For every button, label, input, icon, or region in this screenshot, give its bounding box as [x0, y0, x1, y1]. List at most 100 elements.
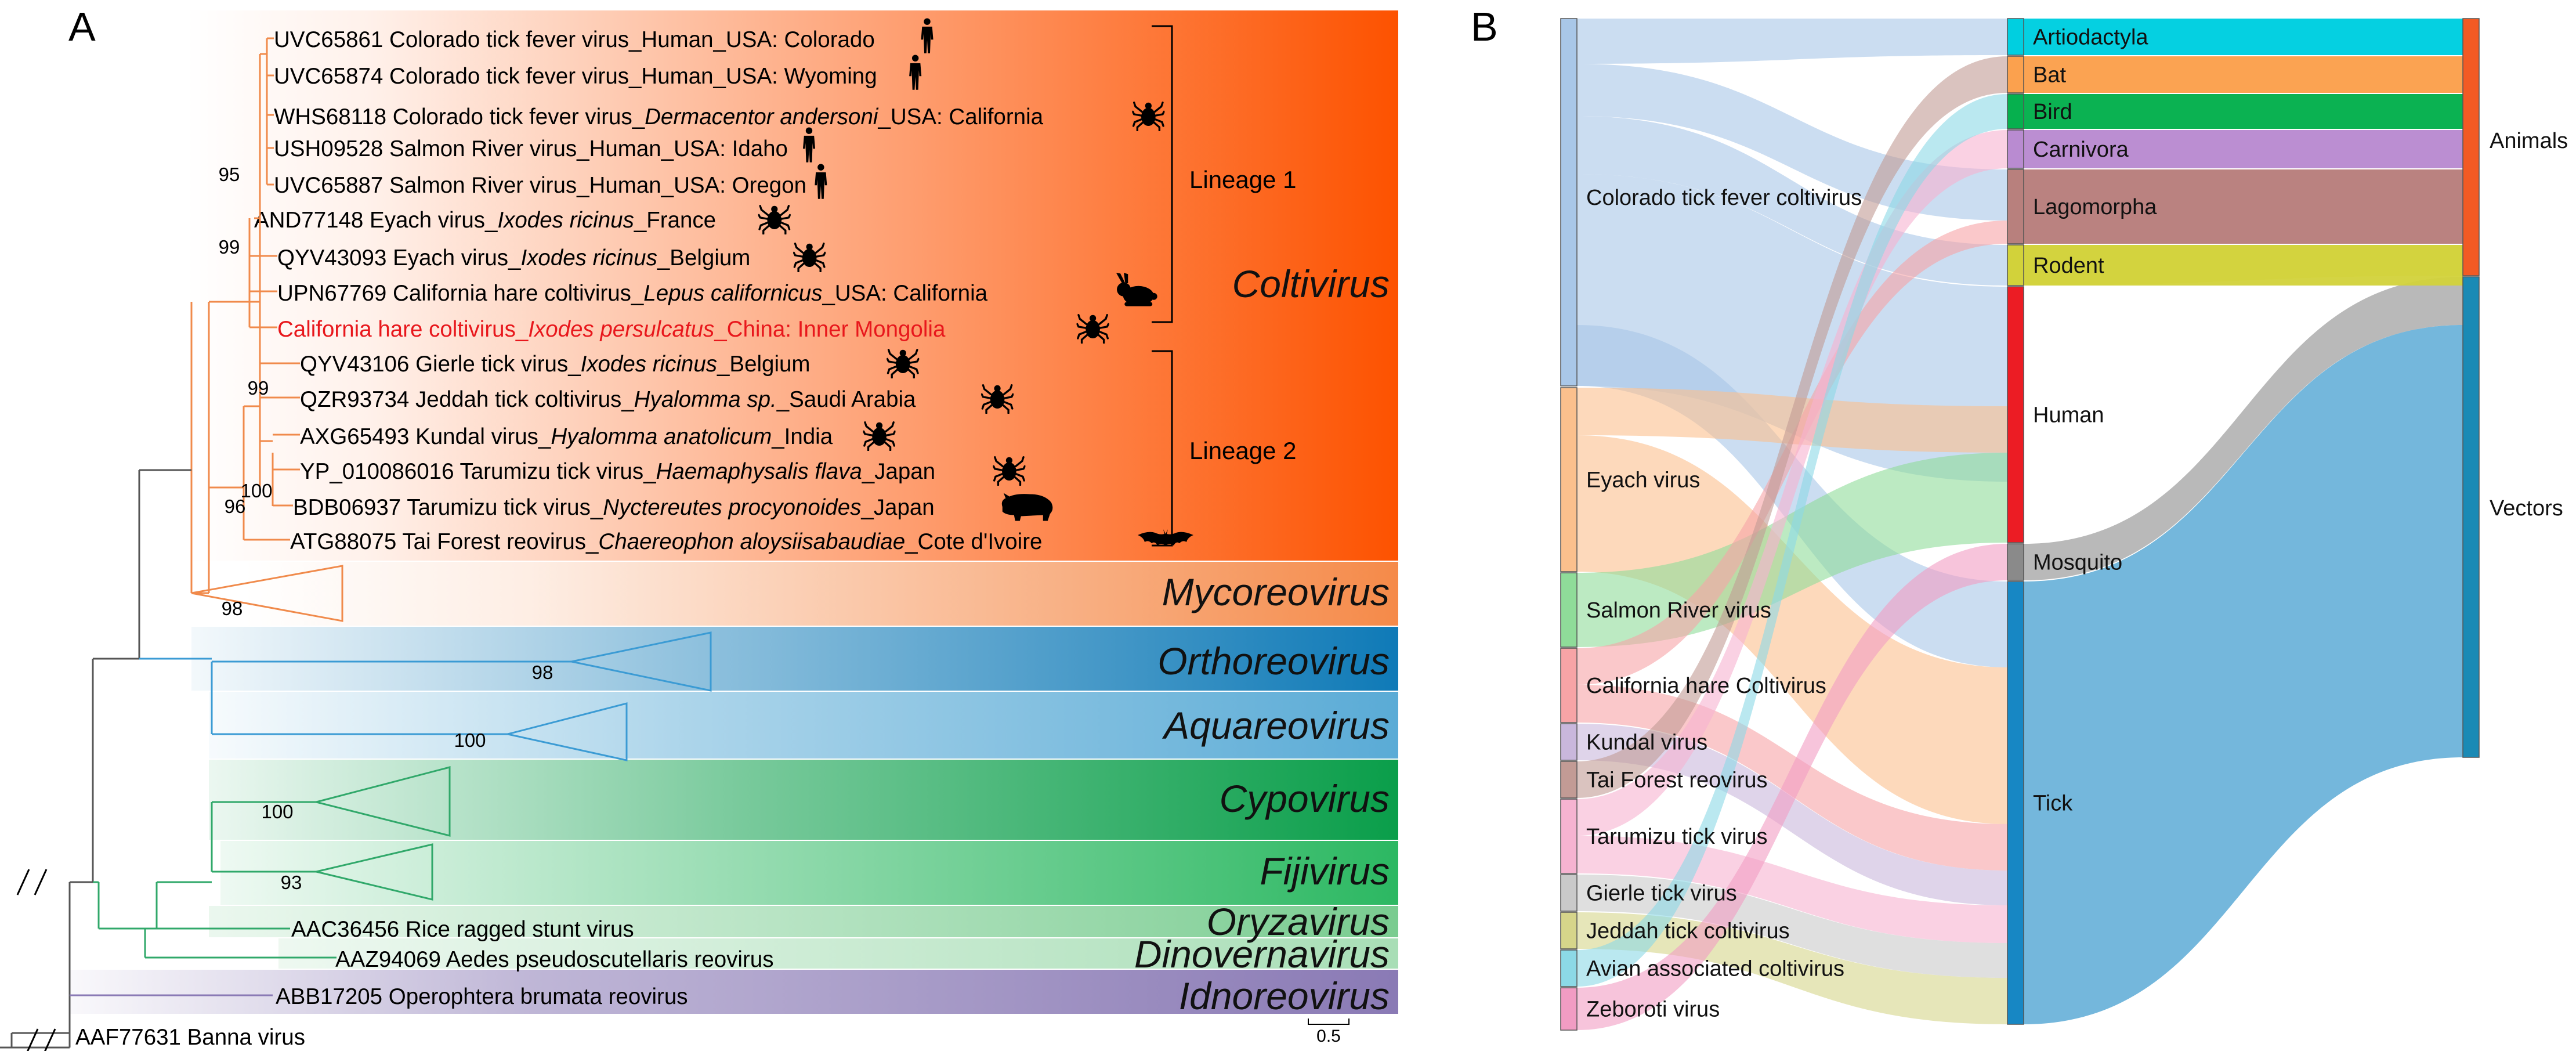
sankey-node-group [2462, 18, 2480, 276]
sankey-node-virus [1560, 387, 1578, 572]
sankey-host-label: Mosquito [2033, 551, 2122, 575]
taxon-label: AAF77631 Banna virus [75, 1025, 305, 1050]
taxon-host: Chaereophon aloysiisabaudiae [598, 529, 905, 554]
taxon-accession: QZR93734 [300, 387, 415, 412]
phylogenetic-tree-panel: AColtivirusMycoreovirusOrthoreovirusAqua… [0, 4, 1398, 1051]
sankey-host-label: Bird [2033, 100, 2072, 124]
lineage-bracket [1152, 25, 1173, 323]
sankey-host-label: Bat [2033, 63, 2066, 88]
taxon-label: ATG88075 Tai Forest reovirus_Chaereophon… [290, 529, 1042, 554]
taxon-label: UVC65887 Salmon River virus_Human_USA: O… [274, 173, 806, 198]
taxon-host: Human [641, 27, 713, 52]
taxon-accession: UVC65887 [274, 173, 389, 198]
genus-label-orthoreovirus: Orthoreovirus [1157, 640, 1390, 682]
taxon-accession: AND77148 [254, 208, 370, 233]
branch-break-mark [16, 869, 30, 895]
lineage-label: Lineage 1 [1189, 166, 1297, 193]
genus-band [220, 841, 1398, 905]
sankey-group-label: Animals [2490, 129, 2568, 153]
taxon-accession: USH09528 [274, 136, 389, 161]
sankey-node-virus [1560, 18, 1578, 387]
bootstrap-value: 99 [219, 236, 240, 258]
taxon-location: _Japan [862, 459, 935, 484]
branch-break-mark [34, 869, 48, 895]
taxon-location: _USA: Colorado [713, 27, 875, 52]
genus-band [244, 562, 1398, 626]
host-band [2007, 130, 2463, 168]
taxon-virus-name: Kundal virus_ [415, 424, 551, 449]
sankey-node-virus [1560, 987, 1578, 1031]
sankey-host-label: Artiodactyla [2033, 26, 2148, 50]
taxon-label: QYV43106 Gierle tick virus_Ixodes ricinu… [300, 352, 811, 377]
sankey-link-virus-host [1577, 544, 2007, 1030]
sankey-node-host [2007, 543, 2024, 581]
bootstrap-value: 100 [261, 801, 293, 822]
bootstrap-value: 96 [225, 496, 246, 517]
scale-bar-label: 0.5 [1316, 1027, 1341, 1046]
bootstrap-value: 95 [219, 164, 240, 185]
taxon-accession: WHS68118 [274, 104, 393, 129]
sankey-virus-label: Eyach virus [1586, 468, 1700, 493]
sankey-node-group [2462, 276, 2480, 758]
taxon-virus-name: Tarumizu tick virus_ [460, 459, 656, 484]
sankey-host-label: Human [2033, 403, 2104, 428]
sankey-virus-label: Tarumizu tick virus [1586, 825, 1768, 849]
taxon-virus-name: Colorado tick fever virus_ [393, 104, 645, 129]
taxon-location: _USA: Oregon [661, 173, 806, 198]
bootstrap-value: 98 [532, 662, 553, 683]
taxon-label: QYV43093 Eyach virus_Ixodes ricinus_Belg… [277, 245, 750, 270]
sankey-link-virus-host [1577, 875, 2007, 978]
taxon-host: Ixodes ricinus [520, 245, 657, 270]
taxon-host: Human [641, 64, 713, 89]
bootstrap-value: 99 [248, 377, 269, 399]
host-band [2007, 19, 2463, 55]
genus-label-fijivirus: Fijivirus [1260, 850, 1390, 893]
sankey-node-virus [1560, 648, 1578, 723]
lineage-label: Lineage 2 [1189, 437, 1297, 464]
taxon-label: WHS68118 Colorado tick fever virus_Derma… [274, 104, 1044, 129]
scale-bar [1308, 1019, 1349, 1025]
sankey-node-host [2007, 56, 2024, 93]
sankey-host-label: Lagomorpha [2033, 195, 2157, 219]
taxon-label: California hare coltivirus_Ixodes persul… [277, 317, 946, 342]
taxon-virus-name: Eyach virus_ [370, 208, 498, 233]
taxon-label: USH09528 Salmon River virus_Human_USA: I… [274, 136, 788, 161]
taxon-host: Ixodes ricinus [581, 352, 717, 377]
sankey-node-virus [1560, 761, 1578, 799]
taxon-virus-name: Salmon River virus_ [389, 136, 589, 161]
taxon-host: Human [589, 173, 661, 198]
sankey-link-virus-host [1577, 221, 2007, 685]
genus-label-idnoreovirus: Idnoreovirus [1179, 974, 1390, 1017]
genus-band [278, 938, 1398, 969]
taxon-virus-name: California hare coltivirus_ [277, 317, 529, 342]
sankey-link-virus-host [1577, 116, 2007, 286]
genus-band [209, 906, 1398, 937]
taxon-location: _USA: Wyoming [713, 64, 877, 89]
bootstrap-value: 98 [222, 598, 243, 619]
taxon-accession: AXG65493 [300, 424, 415, 449]
genus-band [70, 970, 1398, 1014]
taxon-location: _USA: Idaho [661, 136, 788, 161]
taxon-host: Nyctereutes procyonoides [603, 495, 861, 520]
taxon-host: Haemaphysalis flava [656, 459, 862, 484]
taxon-label: YP_010086016 Tarumizu tick virus_Haemaph… [300, 459, 935, 484]
taxon-label: QZR93734 Jeddah tick coltivirus_Hyalomma… [300, 387, 916, 412]
sankey-node-host [2007, 169, 2024, 244]
sankey-link-virus-host [1577, 435, 2007, 824]
genus-label-dinovernavirus: Dinovernavirus [1134, 933, 1390, 976]
taxon-accession: UVC65861 [274, 27, 389, 52]
taxon-host: Dermacentor andersoni [645, 104, 879, 129]
sankey-node-virus [1560, 874, 1578, 912]
sankey-node-host [2007, 581, 2024, 1025]
taxon-location: _France [634, 208, 716, 233]
taxon-location: _USA: California [877, 104, 1043, 129]
sankey-virus-label: Salmon River virus [1586, 598, 1771, 623]
genus-label-oryzavirus: Oryzavirus [1207, 900, 1390, 943]
taxon-accession: YP_010086016 [300, 459, 460, 484]
sankey-link-virus-host [1577, 19, 2007, 64]
sankey-virus-label: California hare Coltivirus [1586, 674, 1826, 698]
collapsed-clade-cypovirus [316, 766, 451, 837]
genus-label-coltivirus: Coltivirus [1232, 262, 1390, 305]
taxon-accession: ATG88075 [290, 529, 402, 554]
